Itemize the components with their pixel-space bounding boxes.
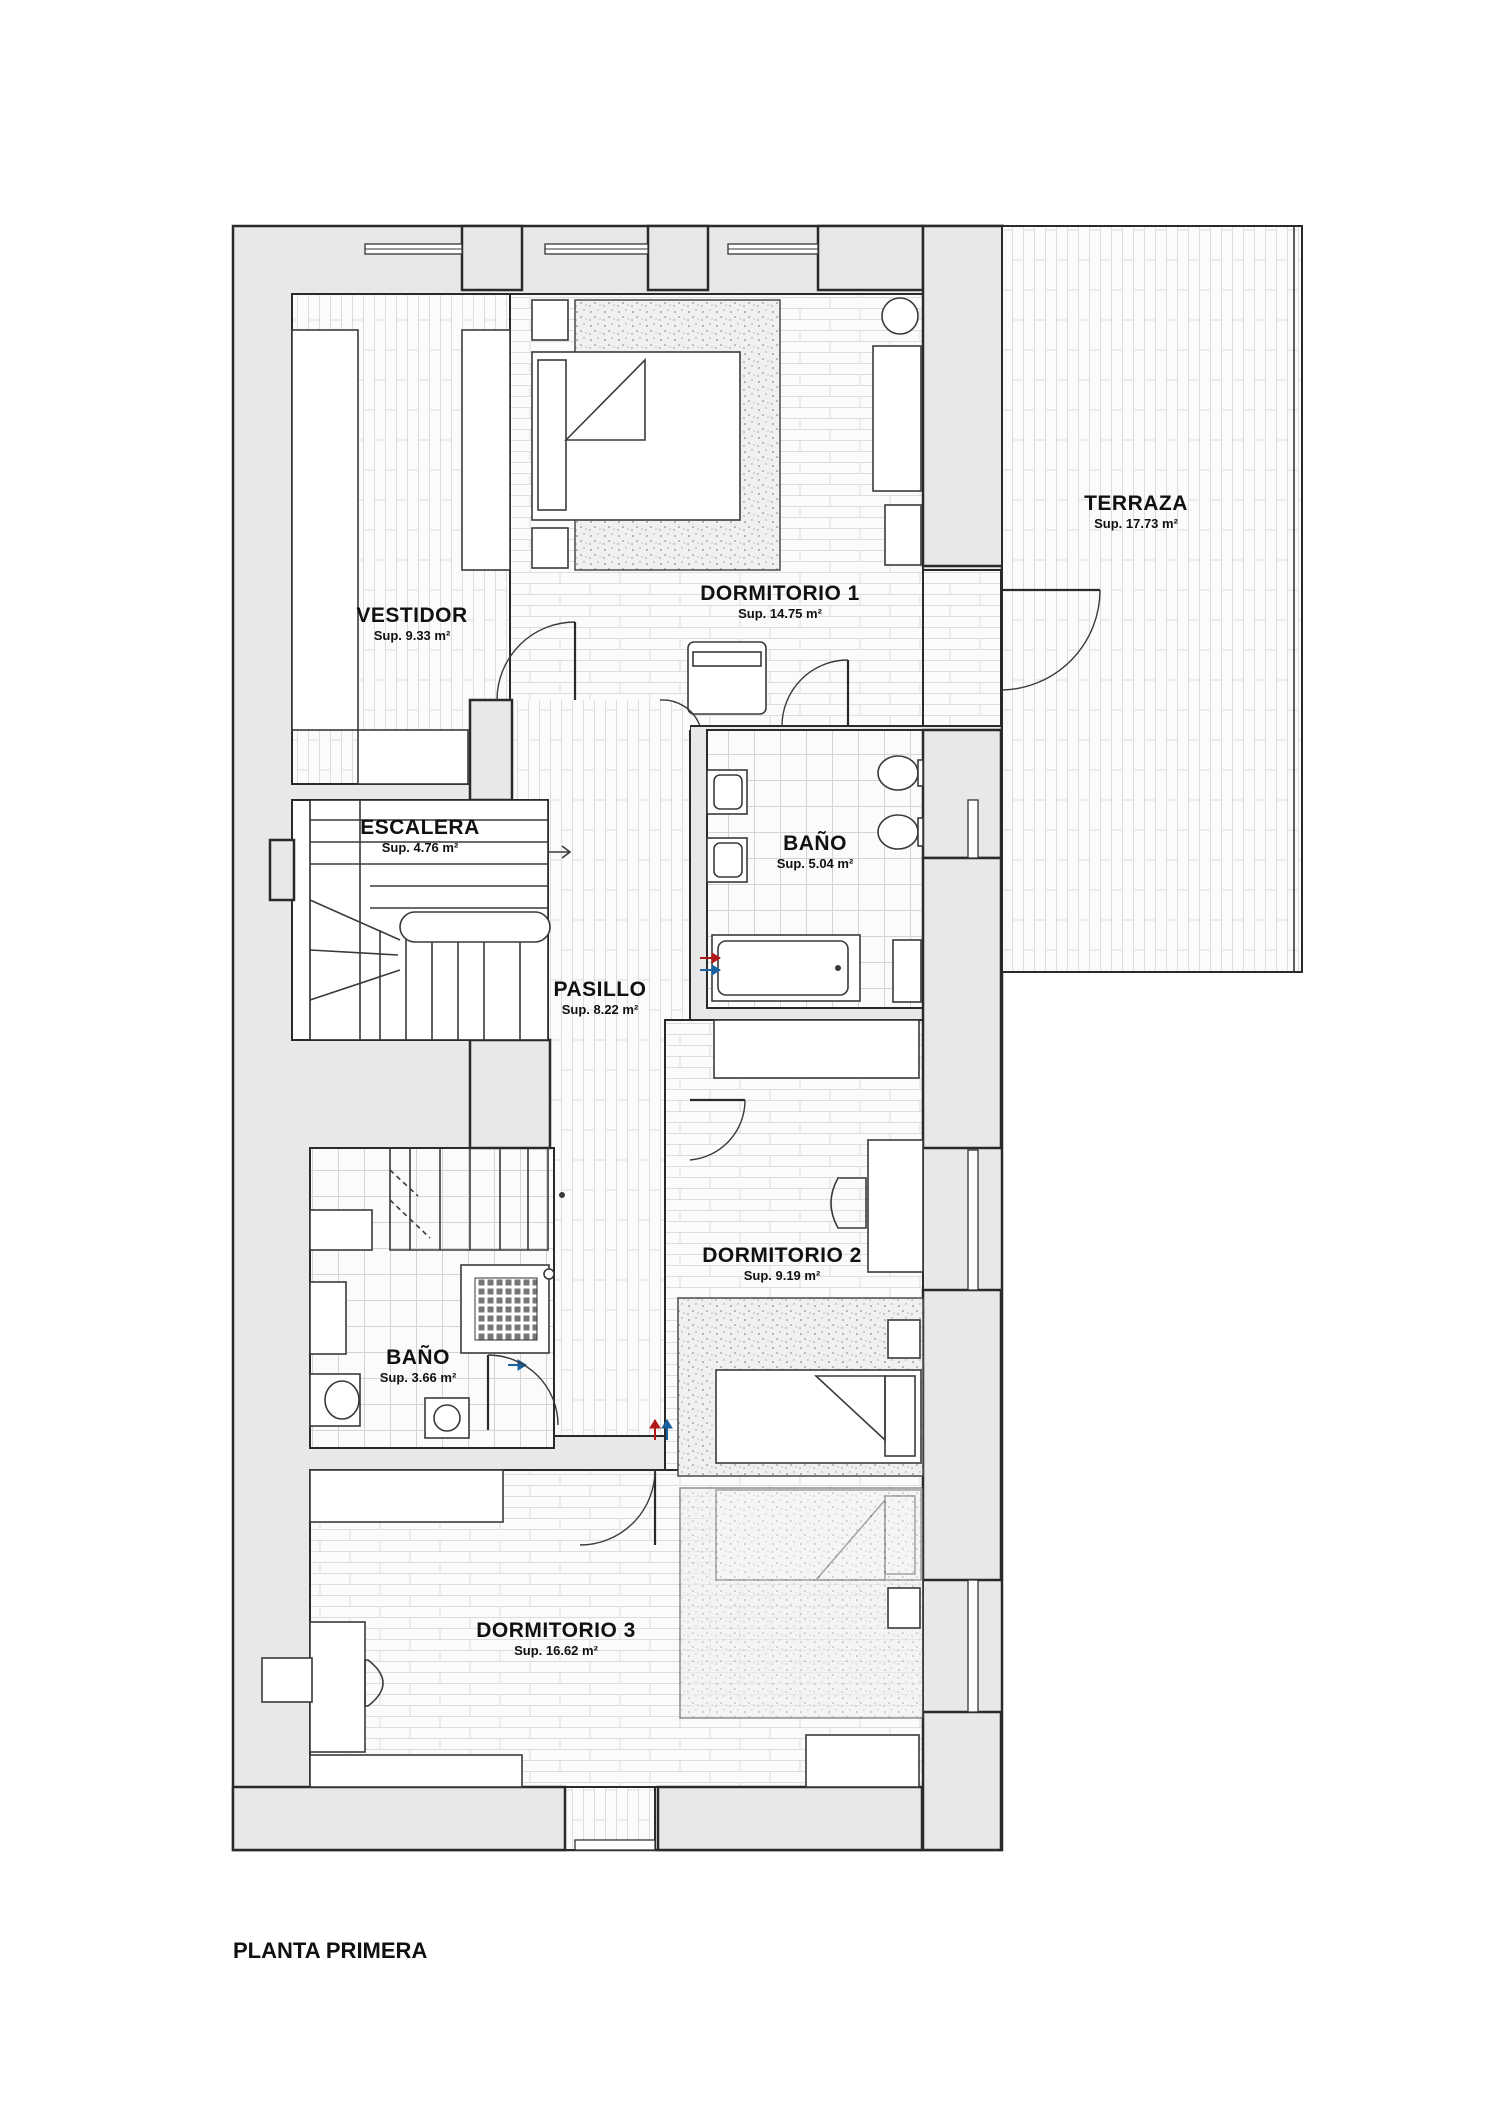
window-right-2 [967, 1149, 979, 1291]
room-area-vestidor: Sup. 9.33 m² [374, 628, 451, 643]
wardrobe-left [291, 329, 469, 785]
wall-pier [646, 224, 710, 292]
window-right-1 [967, 799, 979, 859]
door-dormitorio2 [689, 1098, 746, 1161]
single-bed [715, 1369, 922, 1464]
door-terraza [1001, 588, 1101, 691]
wall-pier [468, 698, 514, 802]
rug [679, 1487, 924, 1719]
wall-pier [656, 1785, 924, 1852]
bidet [877, 814, 924, 850]
nightstand [531, 527, 569, 569]
armchair [687, 641, 767, 715]
wall-pier [921, 1288, 1003, 1582]
lamp-icon [881, 297, 919, 335]
nightstand [887, 1587, 921, 1629]
room-area-dormitorio2: Sup. 9.19 m² [744, 1268, 821, 1283]
bathtub [711, 934, 861, 1002]
staircase [309, 799, 572, 1041]
window-top-2 [544, 243, 649, 255]
room-area-bano2: Sup. 3.66 m² [380, 1370, 457, 1385]
window-bottom [574, 1839, 656, 1851]
towel-rack [309, 1209, 373, 1251]
window-top-3 [727, 243, 819, 255]
wall-pier [268, 838, 296, 902]
window-right-3 [967, 1579, 979, 1713]
pasillo-floor-upper [510, 700, 690, 730]
stair-lower [389, 1148, 565, 1251]
wardrobe [713, 1019, 920, 1079]
desk [830, 1139, 924, 1273]
door-bath2 [486, 1354, 559, 1430]
door-dormitorio1-corridor [659, 699, 701, 727]
wall-pier [921, 728, 1003, 860]
water-arrows-bath1 [700, 952, 721, 976]
toilet [309, 1373, 361, 1427]
dormitorio1-floor-ext [922, 569, 1002, 727]
water-arrows-hall [649, 1419, 673, 1440]
room-label-dormitorio1: DORMITORIO 1 [700, 582, 860, 605]
wall-pier [921, 856, 1003, 1150]
door-dormitorio3 [579, 1469, 657, 1546]
terraza [1001, 225, 1303, 973]
wardrobe [805, 1734, 920, 1788]
sink [424, 1397, 470, 1439]
wall-pier [921, 224, 1005, 568]
double-bed [531, 351, 741, 521]
wall-pier [231, 1785, 567, 1852]
room-area-escalera: Sup. 4.76 m² [382, 840, 459, 855]
window-top-1 [364, 243, 463, 255]
room-label-escalera: ESCALERA [360, 816, 480, 839]
room-label-bano2: BAÑO [386, 1346, 450, 1369]
room-label-terraza: TERRAZA [1084, 492, 1188, 515]
room-area-terraza: Sup. 17.73 m² [1094, 516, 1178, 531]
wardrobe-right [461, 329, 511, 571]
door-vestidor [496, 621, 577, 701]
wall-pier [921, 1710, 1003, 1852]
wall-pier [460, 224, 524, 292]
wardrobe [309, 1754, 523, 1788]
door-bath1 [781, 659, 850, 727]
room-area-dormitorio3: Sup. 16.62 m² [514, 1643, 598, 1658]
plan-title: PLANTA PRIMERA [233, 1938, 427, 1963]
toilet [877, 755, 924, 791]
room-label-pasillo: PASILLO [554, 978, 647, 1001]
wall-pier [468, 1038, 552, 1150]
shelf [309, 1281, 347, 1355]
nightstand [887, 1319, 921, 1359]
shower [460, 1264, 555, 1354]
towel-rack [892, 939, 922, 1003]
room-label-vestidor: VESTIDOR [356, 604, 467, 627]
room-label-bano1: BAÑO [783, 832, 847, 855]
sink-double [706, 769, 748, 883]
room-area-pasillo: Sup. 8.22 m² [562, 1002, 639, 1017]
nightstand [531, 299, 569, 341]
room-area-bano1: Sup. 5.04 m² [777, 856, 854, 871]
room-area-dormitorio1: Sup. 14.75 m² [738, 606, 822, 621]
room-label-dormitorio3: DORMITORIO 3 [476, 1619, 636, 1642]
chair [884, 504, 922, 566]
room-label-dormitorio2: DORMITORIO 2 [702, 1244, 862, 1267]
desk [261, 1621, 384, 1753]
wardrobe [309, 1469, 504, 1523]
dresser [872, 345, 922, 492]
wall-pier [816, 224, 925, 292]
